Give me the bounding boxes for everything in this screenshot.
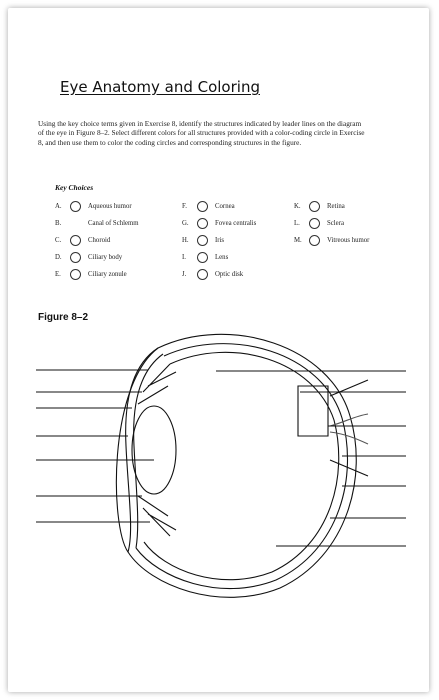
color-coding-circle[interactable]	[70, 201, 81, 212]
color-coding-circle[interactable]	[197, 252, 208, 263]
key-choice-letter: J.	[182, 271, 187, 278]
key-choice-letter: A.	[55, 203, 62, 210]
eye-diagram	[36, 333, 406, 598]
key-choice-letter: F.	[182, 203, 187, 210]
key-choice-term: Lens	[215, 254, 229, 261]
key-choice-term: Ciliary zonule	[88, 271, 127, 278]
key-choice-term: Canal of Schlemm	[88, 220, 139, 227]
leader-lines	[36, 369, 406, 547]
instructions-text: Using the key choice terms given in Exer…	[38, 119, 365, 147]
lens-outline	[131, 405, 177, 495]
color-coding-circle[interactable]	[70, 252, 81, 263]
key-choice-term: Optic disk	[215, 271, 244, 278]
optic-nerve	[329, 379, 369, 477]
key-choice-term: Iris	[215, 237, 225, 244]
key-choice-term: Aqueous humor	[88, 203, 132, 210]
iris-upper	[137, 363, 177, 405]
color-coding-circle[interactable]	[197, 235, 208, 246]
key-choice-term: Retina	[327, 203, 345, 210]
optic-nerve-tissue	[329, 413, 369, 445]
key-choice-letter: L.	[294, 220, 300, 227]
page-title: Eye Anatomy and Coloring	[60, 78, 260, 96]
key-choice-term: Cornea	[215, 203, 235, 210]
cornea-outline	[125, 347, 159, 553]
optic-disk-box	[297, 385, 329, 437]
key-choice-letter: H.	[182, 237, 189, 244]
color-coding-circle[interactable]	[197, 269, 208, 280]
cornea-inner	[133, 353, 164, 549]
key-choice-term: Sclera	[327, 220, 344, 227]
choroid-outline	[135, 343, 348, 589]
key-choice-letter: K.	[294, 203, 301, 210]
color-coding-circle[interactable]	[70, 235, 81, 246]
key-choice-term: Ciliary body	[88, 254, 123, 261]
key-choices-heading: Key Choices	[55, 183, 94, 192]
key-choice-letter: C.	[55, 237, 62, 244]
retina-outline	[143, 351, 340, 581]
iris-lower	[137, 495, 177, 537]
key-choice-letter: B.	[55, 220, 62, 227]
color-coding-circle[interactable]	[309, 235, 320, 246]
key-choice-letter: E.	[55, 271, 61, 278]
color-coding-circle[interactable]	[70, 269, 81, 280]
worksheet-page: Eye Anatomy and Coloring Using the key c…	[8, 8, 429, 692]
color-coding-circle[interactable]	[197, 218, 208, 229]
key-choice-letter: M.	[294, 237, 302, 244]
color-coding-circle[interactable]	[309, 201, 320, 212]
key-choice-term: Vitreous humor	[327, 237, 370, 244]
key-choice-term: Fovea centralis	[215, 220, 257, 227]
color-coding-circle[interactable]	[197, 201, 208, 212]
key-choice-letter: D.	[55, 254, 62, 261]
color-coding-circle[interactable]	[309, 218, 320, 229]
key-choice-letter: I.	[182, 254, 186, 261]
key-choice-term: Choroid	[88, 237, 111, 244]
sclera-outline	[115, 333, 357, 598]
key-choice-letter: G.	[182, 220, 189, 227]
figure-label: Figure 8–2	[38, 312, 89, 323]
